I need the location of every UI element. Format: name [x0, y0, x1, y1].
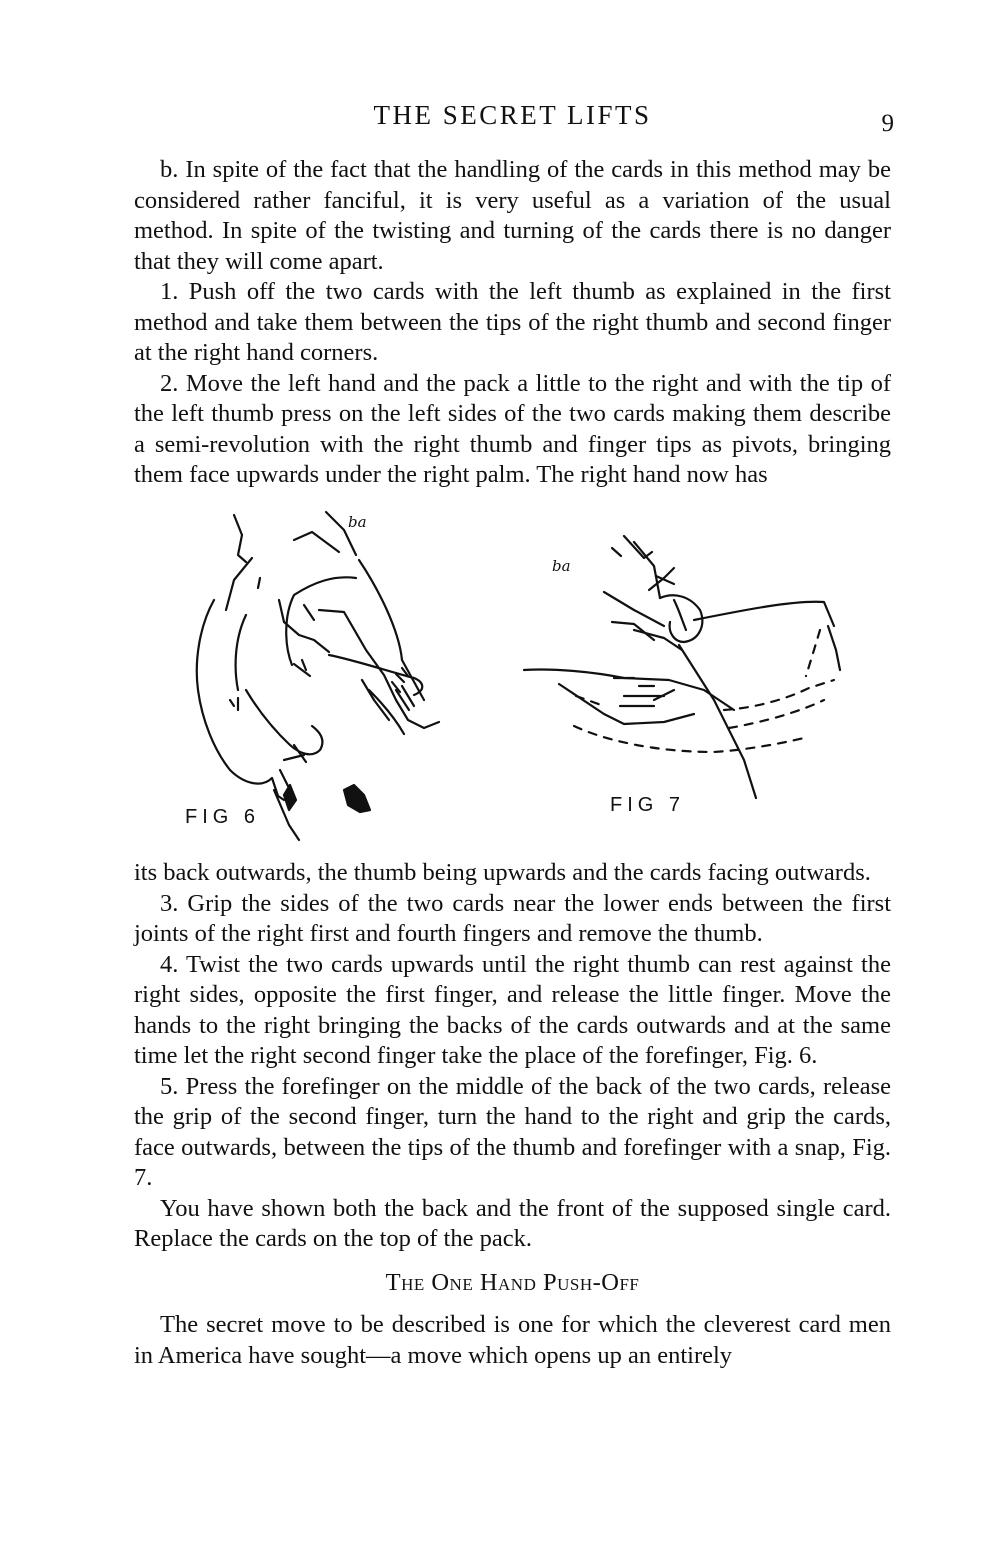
fig7-hand-drawing [522, 534, 842, 800]
fig7-caption: FIG 7 [610, 794, 686, 816]
text-block-top: b. In spite of the fact that the handlin… [134, 155, 891, 491]
paragraph-method-b: b. In spite of the fact that the handlin… [134, 156, 891, 275]
paragraph-summary: You have shown both the back and the fro… [134, 1194, 891, 1253]
paragraph-step-3: 3. Grip the sides of the two cards near … [134, 889, 891, 948]
figure-area: ba ba FIG 6 FIG 7 [134, 500, 891, 850]
paragraph-section-intro: The secret move to be described is one f… [134, 1311, 891, 1369]
fig6-hand-drawing [195, 510, 441, 842]
paragraph-step-5: 5. Press the forefinger on the middle of… [134, 1072, 891, 1192]
page-number: 9 [881, 110, 895, 137]
running-head: THE SECRET LIFTS [373, 100, 652, 130]
fig7-artist-initials: ba [552, 557, 571, 575]
fig6-artist-initials: ba [348, 513, 367, 531]
paragraph-step-4: 4. Twist the two cards upwards until the… [134, 950, 891, 1070]
section-heading: The One Hand Push-Off [385, 1268, 640, 1296]
paragraph-step-1: 1. Push off the two cards with the left … [134, 278, 891, 366]
text-block-bottom: its back outwards, the thumb being upwar… [134, 858, 891, 1371]
paragraph-step-2: 2. Move the left hand and the pack a lit… [134, 369, 891, 489]
paragraph-continuation: its back outwards, the thumb being upwar… [134, 859, 871, 886]
fig6-caption: FIG 6 [185, 806, 261, 828]
figure-illustrations [195, 510, 842, 842]
